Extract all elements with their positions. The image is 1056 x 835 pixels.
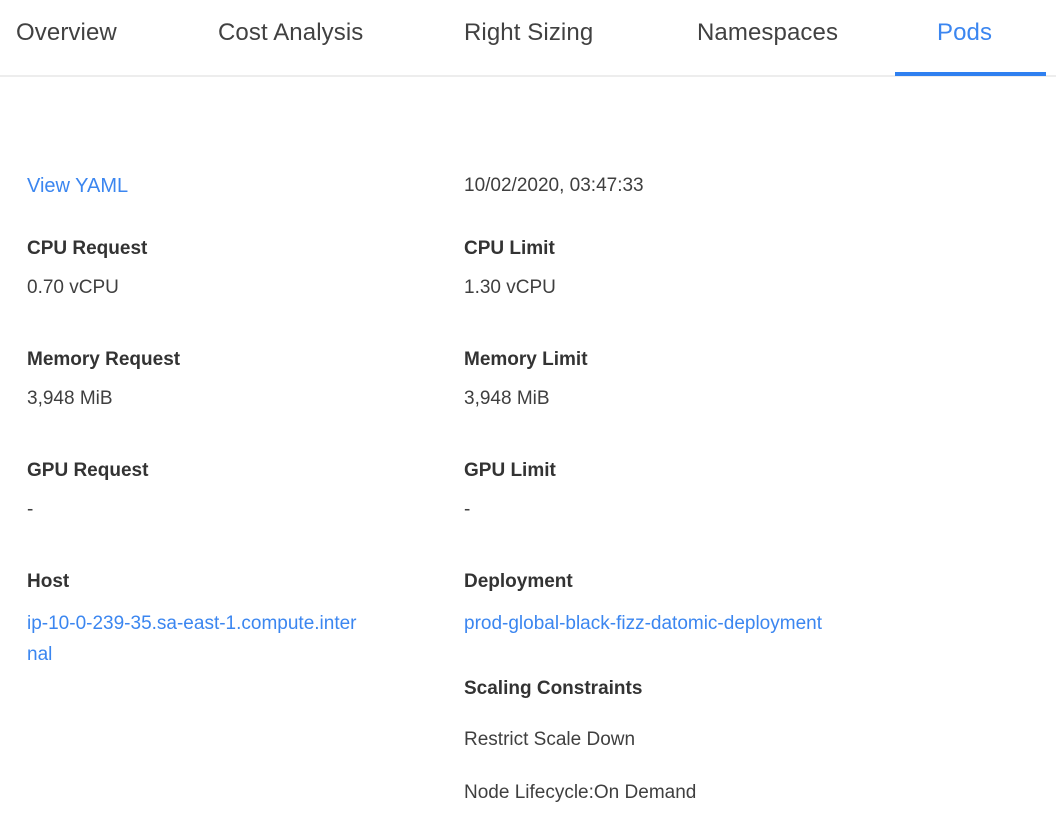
field-gpu-limit: GPU Limit - bbox=[464, 459, 864, 522]
view-yaml-link[interactable]: View YAML bbox=[27, 175, 129, 197]
field-value-cpu-request: 0.70 vCPU bbox=[27, 277, 119, 298]
field-value-cpu-limit: 1.30 vCPU bbox=[464, 277, 556, 298]
field-value-memory-limit: 3,948 MiB bbox=[464, 388, 550, 409]
field-memory-request: Memory Request 3,948 MiB bbox=[27, 348, 437, 411]
host-link-wrapper: ip-10-0-239-35.sa-east-1.compute.interna… bbox=[27, 608, 357, 670]
field-host: Host ip-10-0-239-35.sa-east-1.compute.in… bbox=[27, 570, 437, 670]
deployment-link-wrapper: prod-global-black-fizz-datomic-deploymen… bbox=[464, 608, 839, 639]
field-label-cpu-request: CPU Request bbox=[27, 238, 148, 259]
host-link[interactable]: ip-10-0-239-35.sa-east-1.compute.interna… bbox=[27, 613, 357, 665]
field-label-memory-request: Memory Request bbox=[27, 349, 181, 370]
field-value-gpu-limit: - bbox=[464, 499, 471, 520]
field-cpu-request: CPU Request 0.70 vCPU bbox=[27, 237, 437, 300]
field-label-gpu-request: GPU Request bbox=[27, 460, 149, 481]
scaling-constraint-restrict-scale-down: Restrict Scale Down bbox=[464, 729, 636, 750]
tab-namespaces[interactable]: Namespaces bbox=[697, 19, 839, 46]
field-gpu-request: GPU Request - bbox=[27, 459, 437, 522]
field-value-gpu-request: - bbox=[27, 499, 34, 520]
field-scaling-constraints: Scaling Constraints Restrict Scale Down … bbox=[464, 677, 864, 805]
tab-overview[interactable]: Overview bbox=[16, 19, 117, 46]
field-label-cpu-limit: CPU Limit bbox=[464, 238, 555, 259]
field-label-host: Host bbox=[27, 571, 70, 592]
detail-right-column: 10/02/2020, 03:47:33 CPU Limit 1.30 vCPU… bbox=[464, 173, 864, 835]
field-label-scaling-constraints: Scaling Constraints bbox=[464, 678, 643, 699]
scaling-constraint-node-lifecycle: Node Lifecycle:On Demand bbox=[464, 782, 697, 803]
field-label-deployment: Deployment bbox=[464, 571, 573, 592]
field-memory-limit: Memory Limit 3,948 MiB bbox=[464, 348, 864, 411]
field-deployment: Deployment prod-global-black-fizz-datomi… bbox=[464, 570, 864, 639]
field-label-gpu-limit: GPU Limit bbox=[464, 460, 556, 481]
detail-left-column: View YAML CPU Request 0.70 vCPU Memory R… bbox=[27, 173, 437, 700]
field-value-memory-request: 3,948 MiB bbox=[27, 388, 113, 409]
tab-bar: Overview Cost Analysis Right Sizing Name… bbox=[0, 0, 1056, 77]
pod-start-timestamp: 10/02/2020, 03:47:33 bbox=[464, 175, 644, 196]
active-tab-indicator bbox=[895, 72, 1046, 76]
tab-right-sizing[interactable]: Right Sizing bbox=[464, 19, 594, 46]
tab-cost-analysis[interactable]: Cost Analysis bbox=[218, 19, 364, 46]
field-cpu-limit: CPU Limit 1.30 vCPU bbox=[464, 237, 864, 300]
deployment-link[interactable]: prod-global-black-fizz-datomic-deploymen… bbox=[464, 613, 822, 634]
tab-pods[interactable]: Pods bbox=[937, 19, 993, 46]
field-label-memory-limit: Memory Limit bbox=[464, 349, 588, 370]
